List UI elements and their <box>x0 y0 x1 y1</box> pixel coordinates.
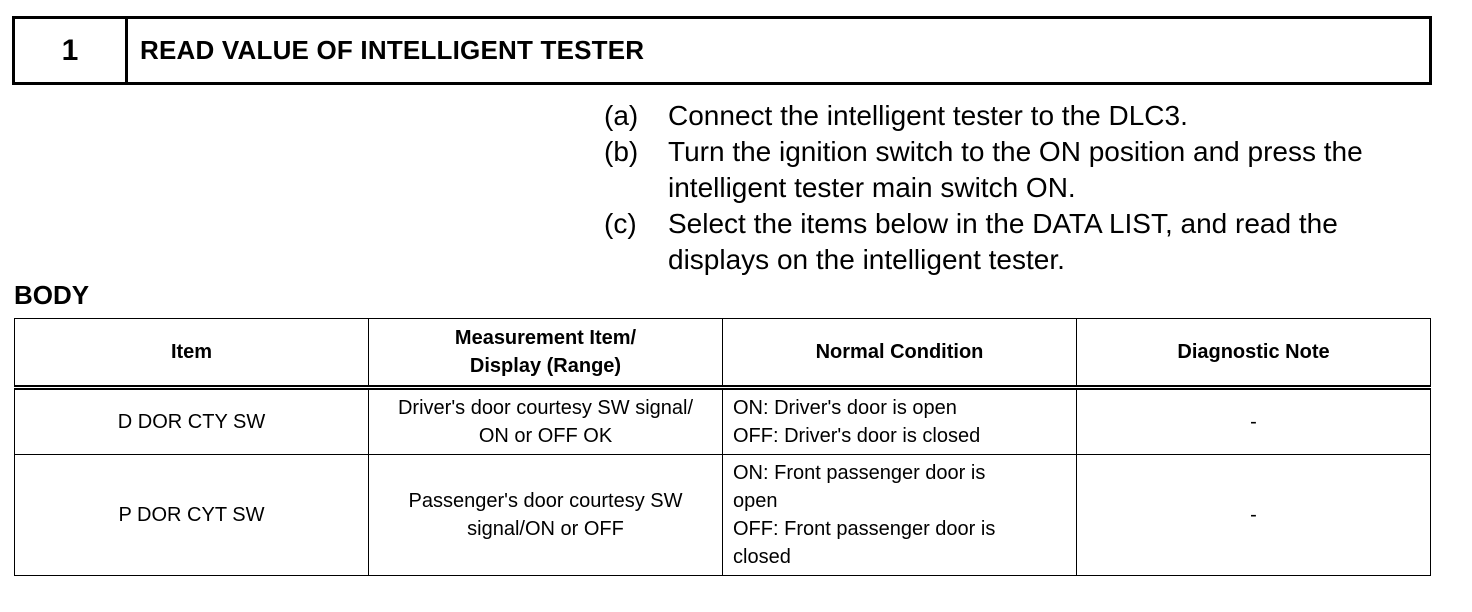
cell-line: ON: Front passenger door is <box>733 462 986 484</box>
instruction-item: (b) Turn the ignition switch to the ON p… <box>604 134 1444 206</box>
instructions-list: (a) Connect the intelligent tester to th… <box>604 98 1444 278</box>
header-measurement-line: Display (Range) <box>469 355 622 377</box>
cell-line: closed <box>733 546 791 568</box>
instruction-text: Connect the intelligent tester to the DL… <box>668 98 1444 134</box>
cell-line: signal/ON or OFF <box>467 518 624 540</box>
instruction-item: (a) Connect the intelligent tester to th… <box>604 98 1444 134</box>
header-diagnostic-note: Diagnostic Note <box>1076 318 1431 390</box>
step-header: 1 READ VALUE OF INTELLIGENT TESTER <box>12 16 1432 85</box>
cell-item: P DOR CYT SW <box>14 454 369 576</box>
cell-line: Passenger's door courtesy SW <box>408 490 683 512</box>
cell-diagnostic-note: - <box>1076 387 1431 455</box>
cell-line: ON: Driver's door is open <box>733 397 957 419</box>
step-title: READ VALUE OF INTELLIGENT TESTER <box>140 35 645 65</box>
cell-measurement: Driver's door courtesy SW signal/ ON or … <box>368 387 723 455</box>
table-header-row: Item Measurement Item/ Display (Range) N… <box>14 318 1431 390</box>
header-normal-condition: Normal Condition <box>722 318 1077 390</box>
instruction-text: Select the items below in the DATA LIST,… <box>668 206 1444 278</box>
cell-line: ON or OFF OK <box>478 425 613 447</box>
instruction-line: intelligent tester main switch ON. <box>668 172 1076 203</box>
cell-line: Driver's door courtesy SW signal/ <box>397 397 694 419</box>
instruction-line: Select the items below in the DATA LIST,… <box>668 208 1338 239</box>
instruction-line: Turn the ignition switch to the ON posit… <box>668 136 1363 167</box>
step-number: 1 <box>15 19 128 82</box>
header-measurement: Measurement Item/ Display (Range) <box>368 318 723 390</box>
cell-line: OFF: Front passenger door is <box>733 518 996 540</box>
cell-normal-condition: ON: Front passenger door is open OFF: Fr… <box>722 454 1077 576</box>
instruction-letter: (a) <box>604 100 639 131</box>
instruction-line: displays on the intelligent tester. <box>668 244 1065 275</box>
header-item: Item <box>14 318 369 390</box>
section-label: BODY <box>14 280 90 310</box>
cell-normal-condition: ON: Driver's door is open OFF: Driver's … <box>722 387 1077 455</box>
instruction-text: Turn the ignition switch to the ON posit… <box>668 134 1444 206</box>
instruction-letter: (b) <box>604 136 639 167</box>
cell-line: OFF: Driver's door is closed <box>733 425 981 447</box>
cell-measurement: Passenger's door courtesy SW signal/ON o… <box>368 454 723 576</box>
instruction-letter: (c) <box>604 208 637 239</box>
instruction-item: (c) Select the items below in the DATA L… <box>604 206 1444 278</box>
table-row: D DOR CTY SW Driver's door courtesy SW s… <box>14 387 1431 455</box>
instruction-line: Connect the intelligent tester to the DL… <box>668 100 1188 131</box>
cell-diagnostic-note: - <box>1076 454 1431 576</box>
header-measurement-line: Measurement Item/ <box>454 327 637 349</box>
table-row: P DOR CYT SW Passenger's door courtesy S… <box>14 454 1431 576</box>
data-list-table: Item Measurement Item/ Display (Range) N… <box>14 318 1431 576</box>
cell-item: D DOR CTY SW <box>14 387 369 455</box>
cell-line: open <box>733 490 778 512</box>
